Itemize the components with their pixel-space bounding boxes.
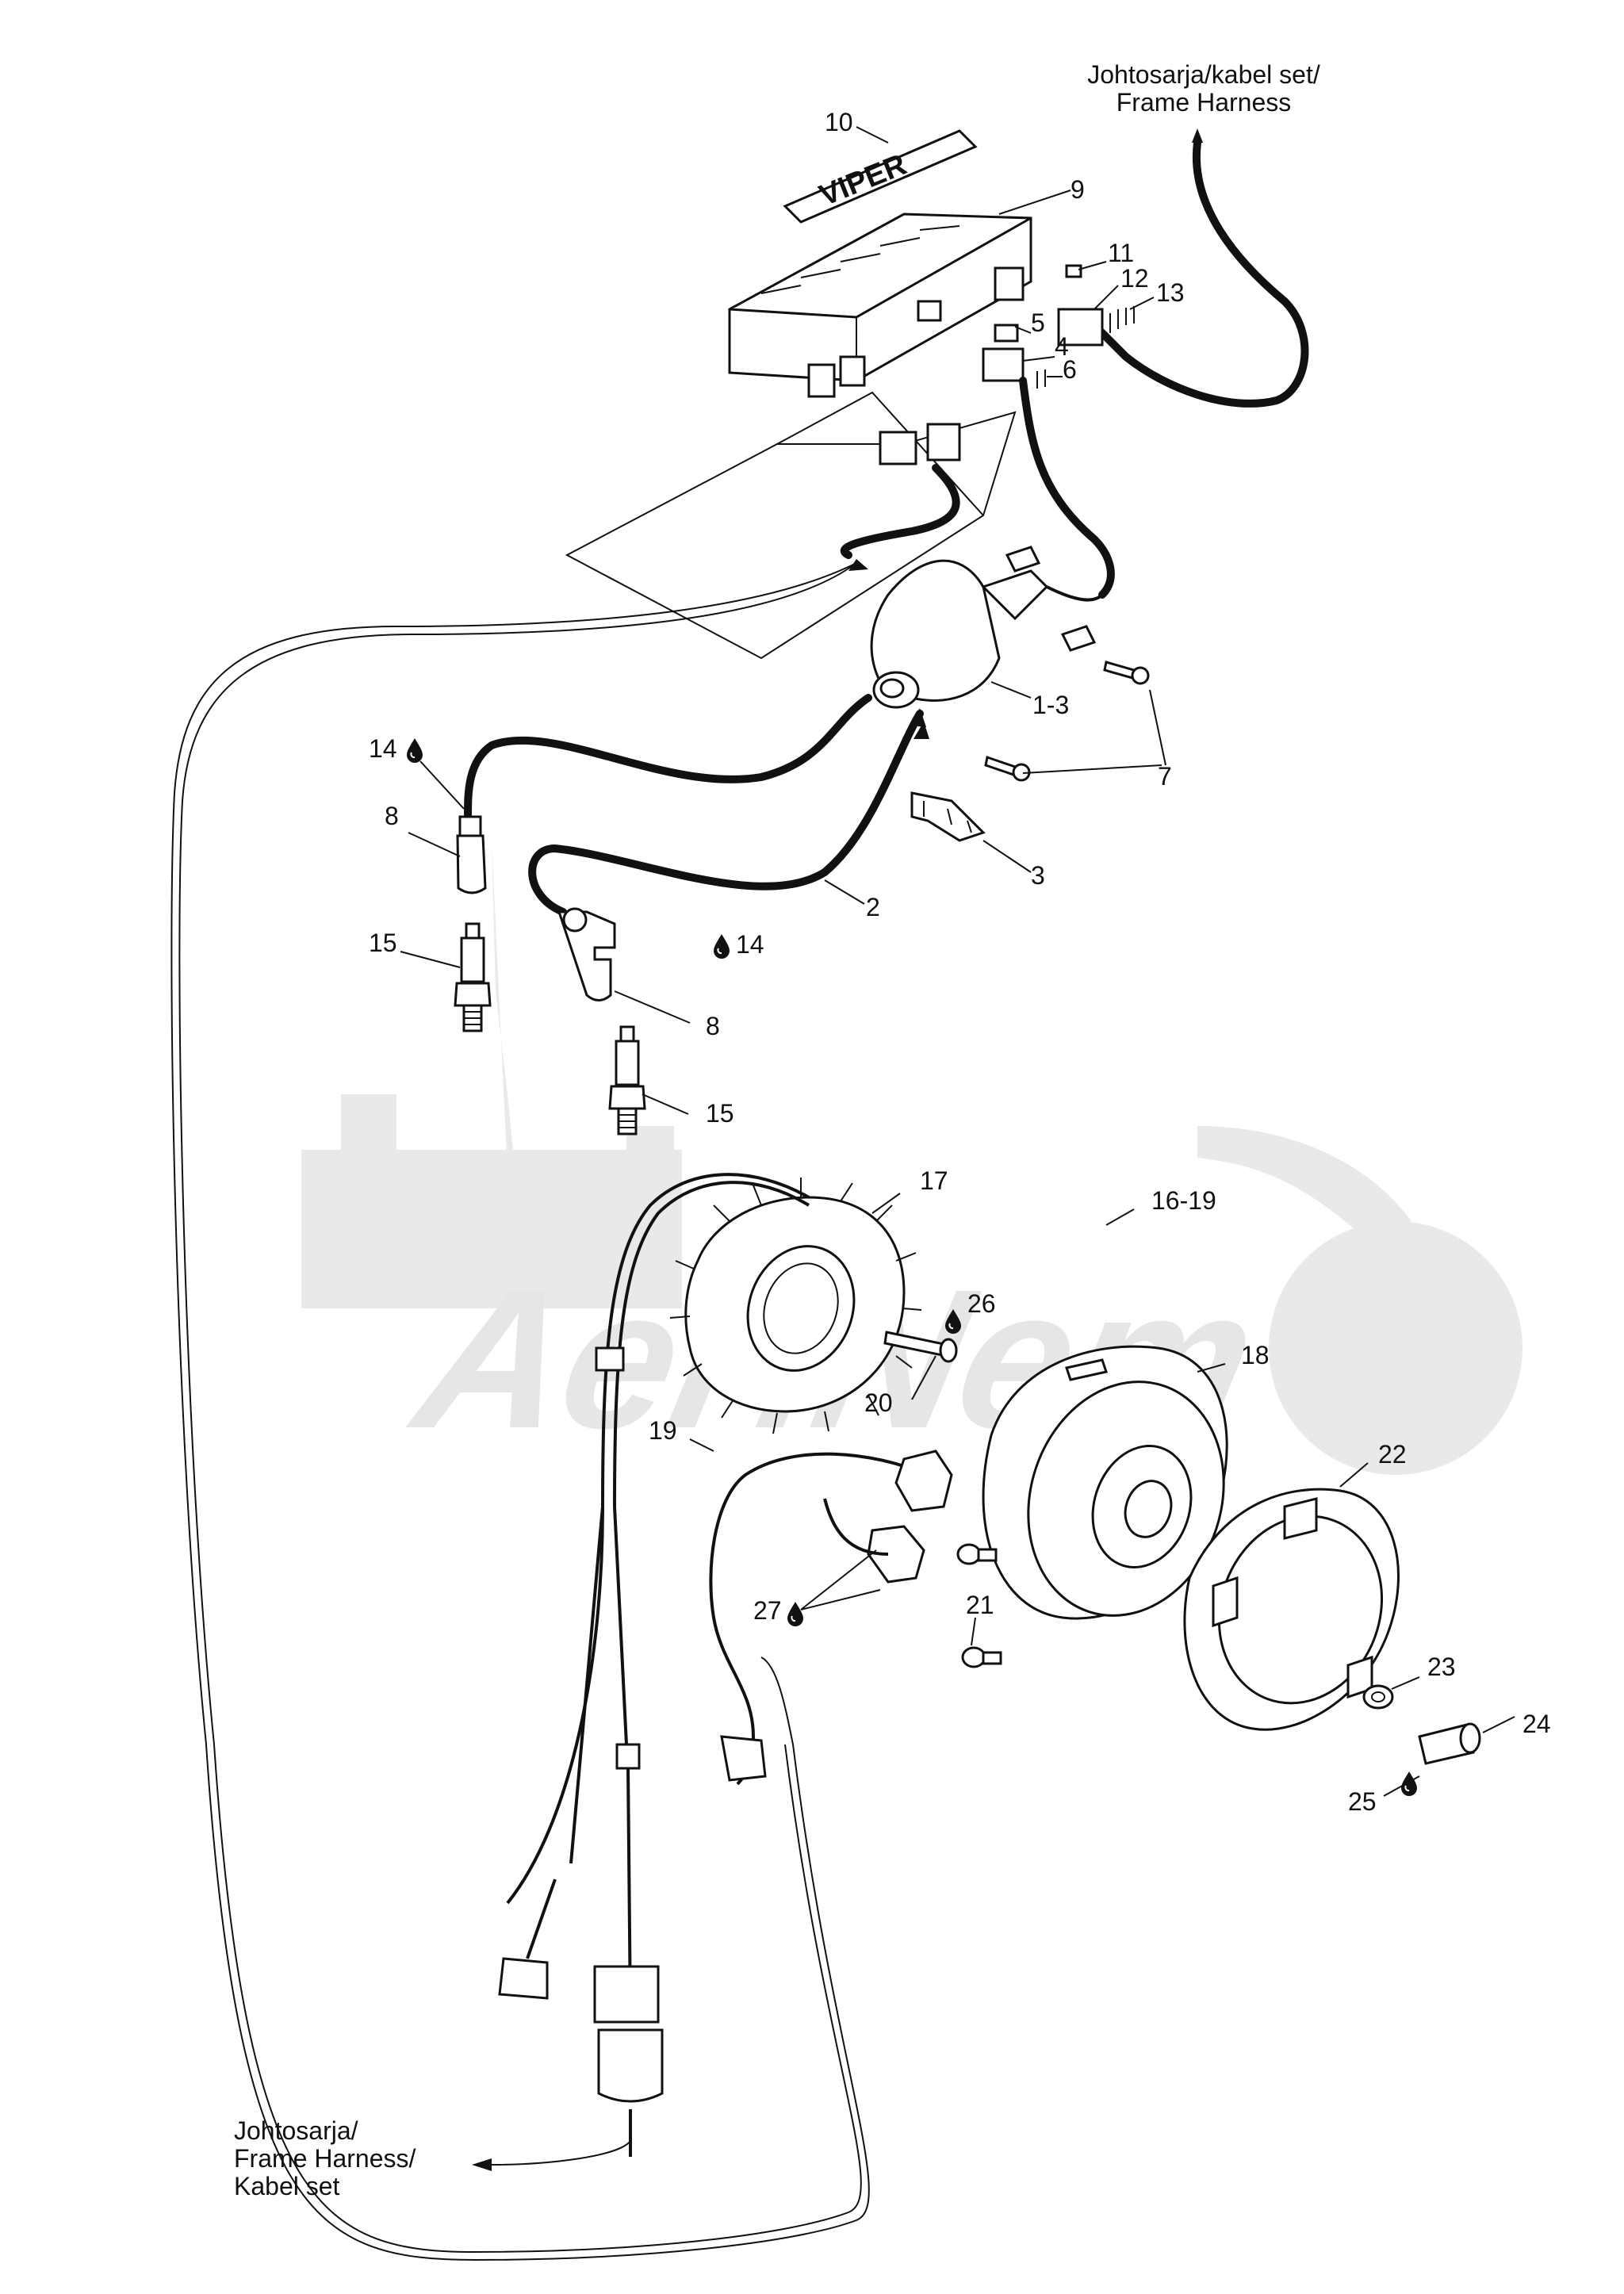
- callout-15-right: 15: [706, 1099, 734, 1128]
- callout-27: 27: [753, 1596, 782, 1625]
- harness-arrows: [472, 559, 929, 2171]
- callout-3: 3: [1031, 861, 1045, 890]
- sealant-icon: [406, 737, 423, 764]
- spark-plug-wires-2: [464, 694, 926, 916]
- callout-9: 9: [1071, 175, 1085, 204]
- callout-1-3: 1-3: [1032, 691, 1069, 719]
- bracket-3: [910, 791, 986, 842]
- plug-cap-left: [456, 815, 487, 894]
- frame-harness-top: [1070, 128, 1309, 408]
- callout-15-left: 15: [369, 929, 397, 957]
- decal-10: VIPER: [783, 129, 978, 224]
- washer-23: [1362, 1684, 1394, 1710]
- bolts-7: [984, 661, 1150, 782]
- bolt-24: [1418, 1722, 1481, 1765]
- callout-13: 13: [1156, 278, 1185, 307]
- svg-text:VIPER: VIPER: [815, 148, 911, 213]
- callout-11: 11: [1108, 239, 1134, 267]
- stator-bolt-20: [883, 1331, 958, 1363]
- callout-16-19: 16-19: [1151, 1186, 1216, 1215]
- harness-label-bottom: Johtosarja/ Frame Harness/ Kabel set: [234, 2116, 416, 2200]
- callout-12: 12: [1120, 264, 1149, 293]
- harness-label-bottom-line1: Johtosarja/: [234, 2116, 358, 2145]
- leader-lines: [400, 126, 1515, 1797]
- callouts: 10 9 11 12 13 5 4 6 1-3 7 3 2 14 8 15 14…: [369, 108, 1551, 1816]
- callout-4: 4: [1055, 332, 1069, 361]
- callout-8-left: 8: [385, 802, 399, 830]
- callout-8-right: 8: [706, 1012, 720, 1040]
- inset-frame: [565, 391, 1017, 660]
- plug-cap-right: [557, 907, 616, 1001]
- callout-22: 22: [1378, 1440, 1407, 1469]
- harness-loop: [170, 562, 870, 2261]
- harness-label-top: Johtosarja/kabel set/ Frame Harness: [1087, 60, 1320, 117]
- stator-harness: [498, 1173, 810, 2157]
- spark-plug-right: [608, 1025, 646, 1136]
- trigger-coil-harness-19: [709, 1450, 953, 1786]
- callout-10: 10: [825, 108, 853, 136]
- callout-19: 19: [649, 1416, 677, 1445]
- callout-17: 17: [920, 1166, 948, 1195]
- callout-7: 7: [1158, 762, 1172, 791]
- callout-14-right: 14: [736, 930, 764, 959]
- callout-20: 20: [864, 1388, 893, 1417]
- callout-14-left: 14: [369, 734, 397, 763]
- callout-24: 24: [1522, 1710, 1551, 1738]
- harness-label-top-line1: Johtosarja/kabel set/: [1087, 60, 1320, 89]
- callout-23: 23: [1427, 1653, 1456, 1681]
- watermark: AeHNem: [301, 841, 1522, 1475]
- harness-label-bottom-line2: Frame Harness/: [234, 2144, 416, 2173]
- harness-label-bottom-line3: Kabel set: [234, 2172, 340, 2200]
- cdi-box-9: [728, 213, 1032, 398]
- spark-plug-left: [454, 922, 492, 1032]
- sealant-icon: [1400, 1771, 1418, 1797]
- ignition-coil-1-3: [870, 546, 1104, 709]
- sealant-icon: [787, 1601, 804, 1627]
- callout-2: 2: [866, 893, 880, 921]
- callout-18: 18: [1241, 1341, 1270, 1369]
- callout-6: 6: [1063, 355, 1077, 384]
- callout-25: 25: [1348, 1787, 1377, 1816]
- callout-21: 21: [966, 1591, 994, 1619]
- flywheel-18: [982, 1345, 1228, 1620]
- callout-5: 5: [1031, 308, 1045, 337]
- harness-label-top-line2: Frame Harness: [1116, 88, 1292, 117]
- sealant-icon: [713, 933, 730, 959]
- screws-21: [956, 1543, 1002, 1668]
- callout-26: 26: [967, 1289, 996, 1318]
- starter-cup-22: [1183, 1488, 1400, 1731]
- connectors-top: [982, 264, 1135, 599]
